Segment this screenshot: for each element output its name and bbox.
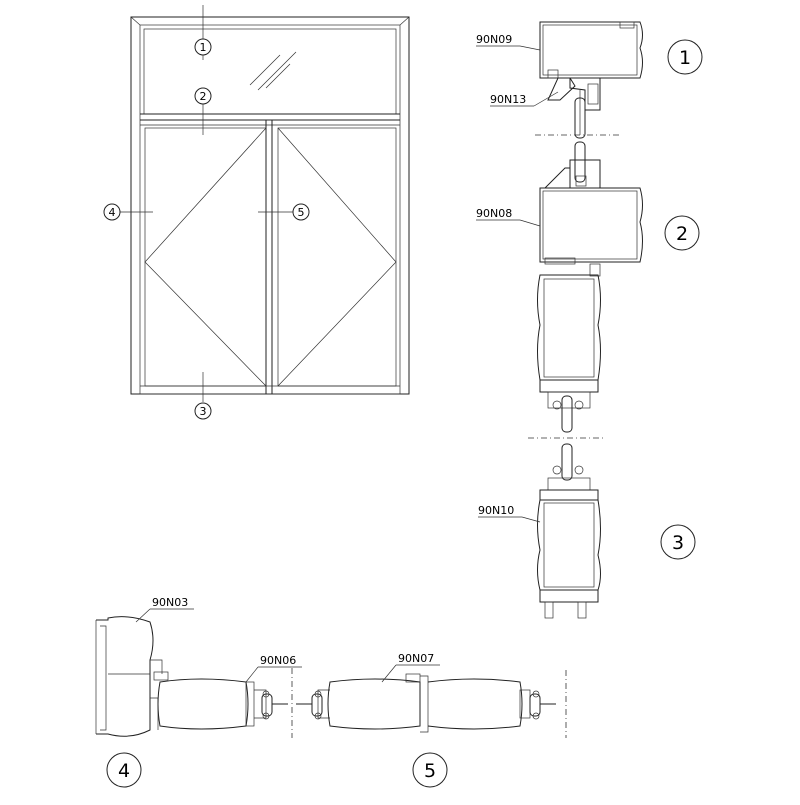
- svg-text:90N07: 90N07: [398, 652, 434, 665]
- door-elevation: 1 2 3 4 5: [103, 5, 410, 420]
- elevation-callout-2: 2: [194, 87, 212, 105]
- bottom-profile: [537, 443, 601, 619]
- svg-text:3: 3: [200, 405, 207, 418]
- section-callout-3: 3: [660, 524, 696, 560]
- elevation-callout-4: 4: [103, 203, 121, 221]
- svg-text:90N09: 90N09: [476, 33, 512, 46]
- label-90N09: 90N09: [476, 33, 541, 51]
- head-profile: [539, 21, 643, 139]
- svg-text:90N13: 90N13: [490, 93, 526, 106]
- section-callout-5: 5: [412, 752, 448, 788]
- elevation-callout-1: 1: [194, 38, 212, 56]
- svg-text:90N06: 90N06: [260, 654, 296, 667]
- label-90N07: 90N07: [381, 652, 440, 683]
- label-90N10: 90N10: [478, 504, 541, 523]
- leaf-top-profile: [537, 274, 601, 433]
- transom-profile: [539, 141, 643, 277]
- svg-text:4: 4: [109, 206, 116, 219]
- section-callout-2: 2: [664, 215, 700, 251]
- label-90N08: 90N08: [476, 207, 541, 227]
- svg-text:5: 5: [424, 760, 436, 782]
- label-90N03: 90N03: [135, 596, 194, 623]
- vertical-section: 90N09 90N13 90N08 90N10 1 2: [476, 21, 703, 619]
- svg-text:4: 4: [118, 760, 130, 782]
- elevation-callout-3: 3: [194, 402, 212, 420]
- svg-text:3: 3: [672, 532, 684, 554]
- svg-text:90N08: 90N08: [476, 207, 512, 220]
- label-90N13: 90N13: [490, 91, 559, 107]
- label-90N06: 90N06: [245, 654, 302, 683]
- svg-text:90N10: 90N10: [478, 504, 514, 517]
- jamb-profile: [95, 616, 163, 737]
- svg-text:1: 1: [200, 41, 207, 54]
- leaf-stile-profile: [153, 671, 288, 730]
- meeting-stile-profile: [296, 673, 556, 733]
- horizontal-section: 90N03 90N06 90N07 4 5: [95, 596, 567, 788]
- section-callout-4: 4: [106, 752, 142, 788]
- section-callout-1: 1: [667, 39, 703, 75]
- svg-text:90N03: 90N03: [152, 596, 188, 609]
- svg-text:5: 5: [298, 206, 305, 219]
- svg-text:1: 1: [679, 47, 691, 69]
- svg-text:2: 2: [200, 90, 207, 103]
- elevation-callout-5: 5: [292, 203, 310, 221]
- svg-text:2: 2: [676, 223, 688, 245]
